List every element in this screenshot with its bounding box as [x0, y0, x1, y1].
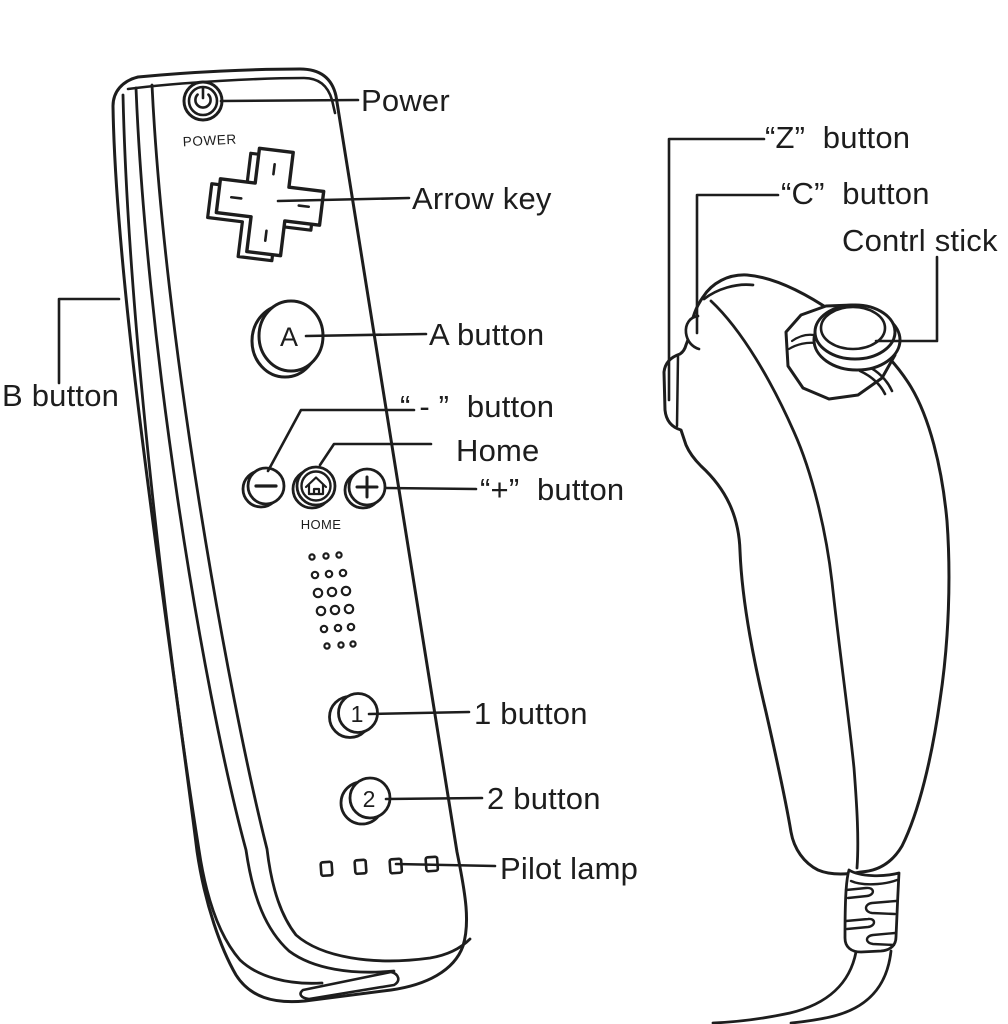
cord-line-1: [711, 950, 858, 1024]
pilot-lamp-leader: [394, 862, 497, 868]
leader-lines: [57, 98, 939, 868]
stick-cap-top: [819, 305, 887, 351]
dpad-drawing: [206, 146, 326, 263]
c-button-callout: “C” button: [781, 176, 930, 211]
home-leader: [318, 442, 433, 467]
control-stick-leader: [874, 255, 939, 343]
plus-button-callout: “+” button: [480, 472, 625, 507]
home-icon: [304, 476, 328, 496]
power-print-label: POWER: [182, 132, 237, 150]
power-icon: [194, 86, 212, 109]
dpad-cross: [214, 146, 326, 258]
minus-button-leader: [266, 408, 416, 473]
two-button-callout: 2 button: [487, 781, 601, 816]
home-callout: Home: [456, 433, 540, 468]
b-button-leader: [57, 297, 121, 385]
z-button-leader: [667, 137, 766, 402]
speaker-holes: [308, 551, 357, 650]
remote-front-left-edge: [150, 83, 472, 963]
arrow-key-leader: [276, 196, 411, 203]
power-leader: [219, 98, 360, 103]
power-callout: Power: [361, 83, 450, 118]
nunchuk-fold-line: [709, 299, 860, 870]
one-glyph: 1: [351, 701, 364, 727]
home-print-label: HOME: [301, 517, 342, 532]
power-button-drawing: [182, 80, 224, 122]
two-glyph: 2: [363, 786, 376, 812]
wii-remote-drawing: POWER A: [111, 67, 472, 1004]
plus-button-leader: [384, 486, 478, 491]
remote-top-rim: [126, 76, 337, 115]
one-button-leader: [367, 710, 471, 716]
stick-cap-edge: [813, 303, 897, 361]
a-button-callout: A button: [429, 317, 545, 352]
minus-button-drawing: [241, 466, 286, 509]
home-button-drawing: [291, 465, 337, 510]
plus-icon: [355, 475, 379, 499]
c-button-leader: [695, 193, 780, 335]
control-stick-callout: Contrl stick: [842, 223, 998, 258]
arrow-key-callout: Arrow key: [412, 181, 552, 216]
stick-plate-stripe-1: [858, 369, 887, 396]
two-button-leader: [384, 796, 484, 801]
a-button-drawing: A: [250, 299, 325, 379]
nunchuk-top-rim: [702, 283, 755, 301]
z-button-drawing: [675, 354, 680, 428]
stick-plate-crease-1: [790, 333, 816, 343]
control-stick-drawing: [784, 303, 902, 401]
strain-relief: [843, 868, 901, 954]
minus-button-callout: “ - ” button: [400, 389, 555, 424]
a-button-leader: [304, 332, 428, 338]
remote-connector-slot: [299, 970, 400, 1001]
one-button-callout: 1 button: [474, 696, 588, 731]
remote-side-ridge-mid: [134, 86, 396, 974]
plus-button-drawing: [343, 467, 387, 510]
nunchuk-drawing: [662, 273, 951, 1024]
cord-line-2: [789, 949, 893, 1024]
dpad-ticks: [229, 162, 311, 243]
a-glyph: A: [280, 322, 298, 352]
z-button-callout: “Z” button: [765, 120, 911, 155]
cable-drawing: [711, 868, 901, 1024]
b-button-callout: B button: [2, 378, 120, 413]
pilot-lamp-callout: Pilot lamp: [500, 851, 639, 886]
remote-side-ridge-outer: [121, 93, 324, 985]
